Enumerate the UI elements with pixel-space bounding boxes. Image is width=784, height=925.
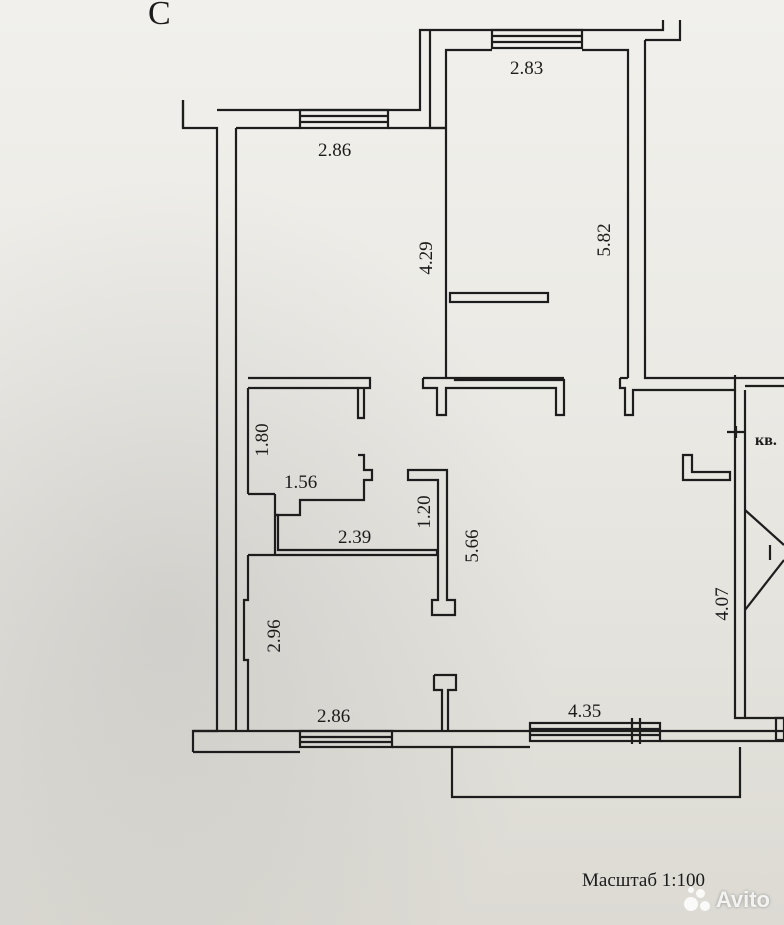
bath-wall-top [248,376,372,420]
window-top-right [490,28,584,50]
hall-partition [406,468,457,617]
dim-bottom-left-room-width: 2.86 [317,706,350,727]
stair-cross [744,509,784,546]
window-bottom-right [528,721,662,743]
avito-watermark: Avito [683,887,770,913]
corner-letter: С [148,0,171,32]
scale-note: Масштаб 1:100 [582,870,706,891]
left-outer-wall [181,100,219,752]
neighbor-apartment-label: кв. [755,432,777,449]
upper-room-right-wall [643,40,784,380]
avito-logo-icon [683,887,710,913]
top-wall-left [217,20,665,112]
dim-corridor-width: 2.39 [338,527,371,548]
dim-kitchen-depth: 4.07 [712,587,733,620]
kitchen-right-wall [733,390,784,720]
dim-corridor-height: 1.20 [414,495,435,528]
window-top-left [298,108,390,130]
avito-watermark-text: Avito [715,887,770,912]
corridor-top [276,513,437,552]
window-bottom-left [298,729,394,749]
balcony [450,747,742,799]
dim-bottom-left-room-depth: 2.96 [264,619,285,652]
dim-top-left-room-width: 2.86 [318,140,351,161]
dim-bath-width: 1.56 [284,472,317,493]
dim-top-left-room-depth: 4.29 [416,241,437,274]
dim-bath-height: 1.80 [252,423,273,456]
dim-top-right-room-width: 2.83 [510,58,543,79]
dim-kitchen-width: 4.35 [568,701,601,722]
bottom-left-room-left-wall [242,555,250,731]
dim-hall-length: 5.66 [462,529,483,562]
dim-top-right-room-depth: 5.82 [594,223,615,256]
